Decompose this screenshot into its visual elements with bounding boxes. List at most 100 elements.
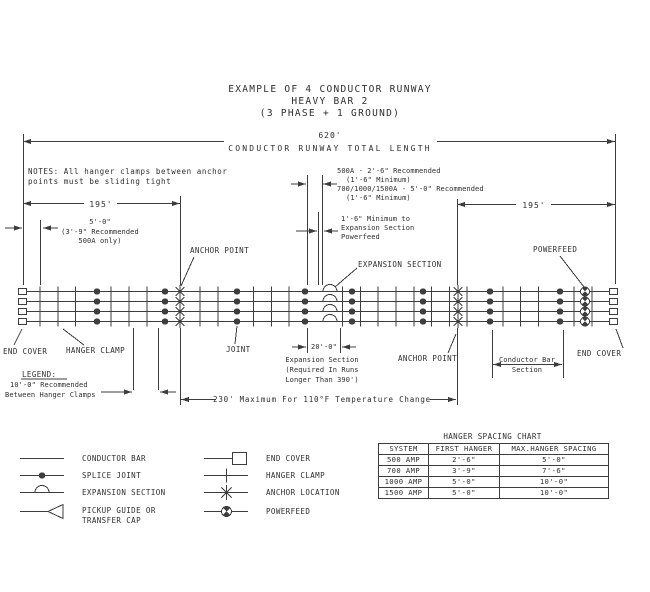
arrowhead	[14, 225, 22, 231]
end-cover-symbol	[18, 288, 27, 295]
hanger-spacing-chart: HANGER SPACING CHART SYSTEM FIRST HANGER…	[378, 432, 609, 499]
drawing-title-line2: HEAVY BAR 2	[291, 96, 368, 107]
end-cover-symbol	[609, 318, 618, 325]
expansion-section-symbol	[34, 485, 50, 493]
legend-label-splice-joint: SPLICE JOINT	[82, 471, 141, 480]
cell-first-hanger: 2'-6"	[428, 454, 500, 466]
splice-joint-symbol	[161, 308, 169, 315]
arrowhead	[324, 228, 332, 234]
expansion-section-symbol	[322, 304, 338, 312]
splice-joint-symbol	[233, 298, 241, 305]
dim-powerfeed-spacing-3: 700/1000/1500A - 5'-0" Recommended	[337, 185, 484, 193]
anchor-location-symbol	[220, 486, 233, 499]
arrowhead	[298, 181, 306, 187]
legend-label-end-cover: END COVER	[266, 454, 310, 463]
arrowhead	[124, 389, 132, 395]
powerfeed-symbol	[581, 311, 589, 316]
callout-joint: JOINT	[226, 345, 251, 354]
dim-min-expansion-2: Expansion Section	[341, 224, 414, 232]
legend-label-conductor-bar: CONDUCTOR BAR	[82, 454, 146, 463]
splice-joint-symbol	[161, 288, 169, 295]
cell-system: 500 AMP	[378, 454, 429, 466]
splice-joint-symbol	[556, 288, 564, 295]
end-cover-symbol	[609, 308, 618, 315]
dim-expansion-4: Longer Than 390')	[285, 376, 358, 384]
splice-joint-symbol	[93, 288, 101, 295]
dim-expansion-3: (Required In Runs	[285, 366, 358, 374]
arrowhead	[342, 344, 350, 350]
table-row: 1000 AMP 5'-0" 10'-0"	[378, 476, 609, 488]
arrowhead	[607, 138, 615, 145]
arrowhead	[298, 344, 306, 350]
anchor-location-symbol	[175, 286, 185, 297]
powerfeed-symbol	[581, 307, 589, 312]
cell-max-spacing: 10'-0"	[499, 487, 609, 499]
splice-joint-symbol	[348, 298, 356, 305]
splice-joint-symbol	[301, 288, 309, 295]
anchor-location-symbol	[453, 286, 463, 297]
splice-joint-symbol	[301, 298, 309, 305]
splice-joint-symbol	[486, 298, 494, 305]
splice-joint-symbol	[93, 318, 101, 325]
splice-joint-symbol	[233, 288, 241, 295]
notes-line2: points must be sliding tight	[28, 177, 171, 186]
end-cover-symbol	[18, 308, 27, 315]
dim-right-run: 195'	[522, 201, 545, 210]
dim-first-hanger-3: 500A only)	[78, 237, 121, 245]
leader-line	[559, 255, 585, 288]
dim-powerfeed-spacing-4: (1'-6" Minimum)	[346, 194, 411, 202]
col-header-system: SYSTEM	[378, 443, 429, 455]
callout-anchor-point-bottom: ANCHOR POINT	[398, 354, 457, 363]
legend-label-powerfeed: POWERFEED	[266, 507, 310, 516]
cell-first-hanger: 5'-0"	[428, 487, 500, 499]
splice-joint-symbol	[161, 298, 169, 305]
arrowhead	[607, 201, 615, 208]
dim-expansion-2: Expansion Section	[285, 356, 358, 364]
splice-joint-symbol	[161, 318, 169, 325]
legend-label-anchor-location: ANCHOR LOCATION	[266, 488, 340, 497]
table-row: 500 AMP 2'-6" 5'-0"	[378, 454, 609, 466]
cell-max-spacing: 7'-6"	[499, 465, 609, 477]
arrowhead	[448, 396, 456, 403]
arrowhead	[457, 201, 465, 208]
splice-joint-symbol	[348, 318, 356, 325]
table-row: 1500 AMP 5'-0" 10'-0"	[378, 487, 609, 499]
powerfeed-symbol	[581, 317, 589, 322]
leader-line	[334, 267, 358, 288]
arrowhead	[160, 389, 168, 395]
drawing-title-line3: (3 PHASE + 1 GROUND)	[260, 108, 400, 119]
legend-label-expansion-section: EXPANSION SECTION	[82, 488, 166, 497]
splice-joint-symbol	[419, 298, 427, 305]
chart-title: HANGER SPACING CHART	[443, 432, 542, 441]
splice-joint-symbol	[301, 308, 309, 315]
powerfeed-symbol	[581, 301, 589, 306]
notes-line1: NOTES: All hanger clamps between anchor	[28, 167, 228, 176]
leader-line	[13, 328, 23, 346]
splice-joint-symbol	[233, 318, 241, 325]
legend-label-pickup-guide-2: TRANSFER CAP	[82, 516, 141, 525]
leader-line	[615, 328, 624, 349]
splice-joint-symbol	[486, 288, 494, 295]
cell-max-spacing: 5'-0"	[499, 454, 609, 466]
dim-expansion-1: 20'-0"	[311, 343, 337, 351]
end-cover-symbol	[18, 318, 27, 325]
anchor-location-symbol	[453, 316, 463, 327]
end-cover-symbol	[609, 288, 618, 295]
table-row: 700 AMP 3'-9" 7'-6"	[378, 465, 609, 477]
dim-total-length-label: CONDUCTOR RUNWAY TOTAL LENGTH	[228, 144, 431, 153]
powerfeed-symbol	[581, 291, 589, 296]
anchor-location-symbol	[453, 296, 463, 307]
splice-joint-symbol	[556, 318, 564, 325]
splice-joint-symbol	[348, 288, 356, 295]
leader-line	[447, 333, 457, 354]
expansion-section-symbol	[322, 294, 338, 302]
powerfeed-symbol	[222, 511, 231, 517]
legend-label-pickup-guide-1: PICKUP GUIDE OR	[82, 506, 156, 515]
cell-system: 1500 AMP	[378, 487, 429, 499]
splice-joint-symbol	[38, 472, 46, 479]
cell-system: 1000 AMP	[378, 476, 429, 488]
dim-powerfeed-spacing-1: 500A - 2'-6" Recommended	[337, 167, 441, 175]
dim-left-run: 195'	[89, 200, 112, 209]
dim-first-hanger-2: (3'-9" Recommended	[61, 228, 139, 236]
